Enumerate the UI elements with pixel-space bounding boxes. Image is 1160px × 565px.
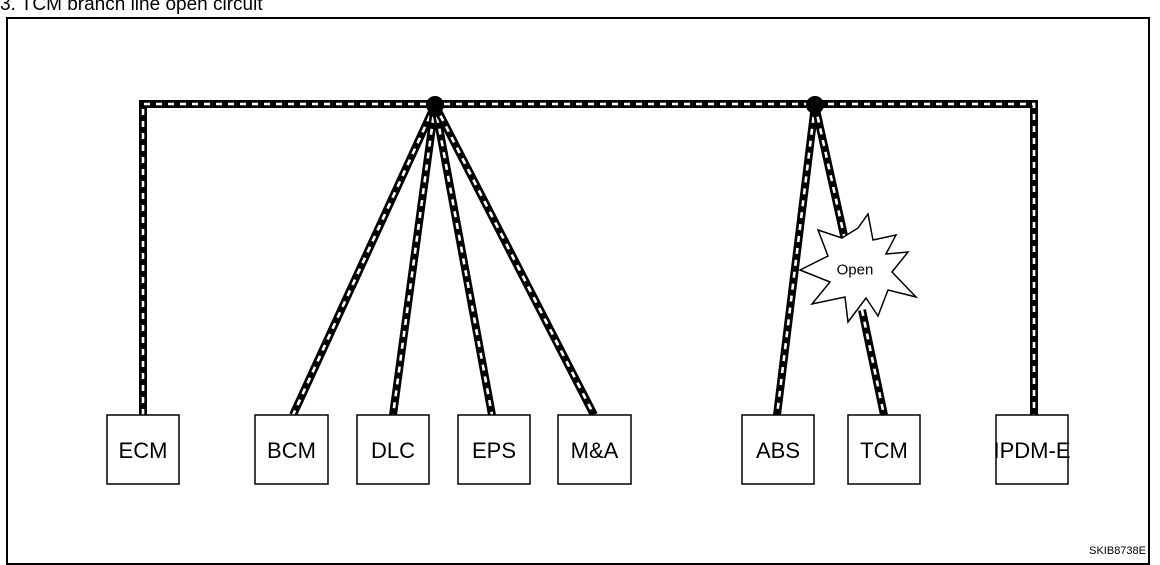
can-trunk-line bbox=[139, 100, 1038, 415]
open-circuit-marker: Open bbox=[798, 212, 919, 324]
can-wiring bbox=[139, 100, 1038, 417]
branch-line-dlc bbox=[389, 104, 439, 416]
branch-line-ma bbox=[431, 103, 598, 417]
unit-box bbox=[356, 414, 430, 485]
unit-bcm: BCM bbox=[254, 414, 329, 485]
unit-box bbox=[741, 414, 815, 485]
unit-label: BCM bbox=[267, 438, 316, 463]
page-title: 3. TCM branch line open circuit bbox=[0, 0, 263, 15]
unit-dlc: DLC bbox=[356, 414, 430, 485]
unit-label: DLC bbox=[371, 438, 415, 463]
unit-label: IPDM-E bbox=[994, 438, 1071, 463]
unit-box bbox=[457, 414, 531, 485]
open-label: Open bbox=[837, 262, 874, 279]
unit-box bbox=[847, 414, 921, 485]
unit-label: ECM bbox=[119, 438, 168, 463]
unit-label: ABS bbox=[756, 438, 800, 463]
unit-label: EPS bbox=[472, 438, 516, 463]
junction-node bbox=[806, 96, 824, 114]
unit-box bbox=[106, 414, 180, 485]
unit-ecm: ECM bbox=[106, 414, 180, 485]
unit-abs: ABS bbox=[741, 414, 815, 485]
unit-ma: M&A bbox=[557, 414, 632, 485]
branch-line-eps bbox=[431, 104, 496, 416]
junction-node bbox=[426, 96, 444, 114]
unit-label: TCM bbox=[860, 438, 908, 463]
branch-line-tcm-upper bbox=[811, 104, 849, 241]
branch-line-bcm bbox=[289, 103, 439, 417]
unit-tcm: TCM bbox=[847, 414, 921, 485]
unit-ipdm: IPDM-E bbox=[994, 414, 1071, 485]
unit-label: M&A bbox=[571, 438, 619, 463]
unit-eps: EPS bbox=[457, 414, 531, 485]
unit-box bbox=[254, 414, 329, 485]
open-starburst-icon bbox=[798, 212, 919, 324]
unit-box bbox=[557, 414, 632, 485]
branch-line-abs bbox=[773, 104, 819, 416]
unit-box bbox=[995, 414, 1069, 485]
control-units: ECM BCM DLC EPS M&A ABS TCM IPDM-E bbox=[106, 414, 1071, 485]
junction-nodes bbox=[426, 96, 824, 114]
branch-line-tcm-lower bbox=[858, 309, 888, 416]
diagram-code: SKIB8738E bbox=[1089, 545, 1146, 557]
